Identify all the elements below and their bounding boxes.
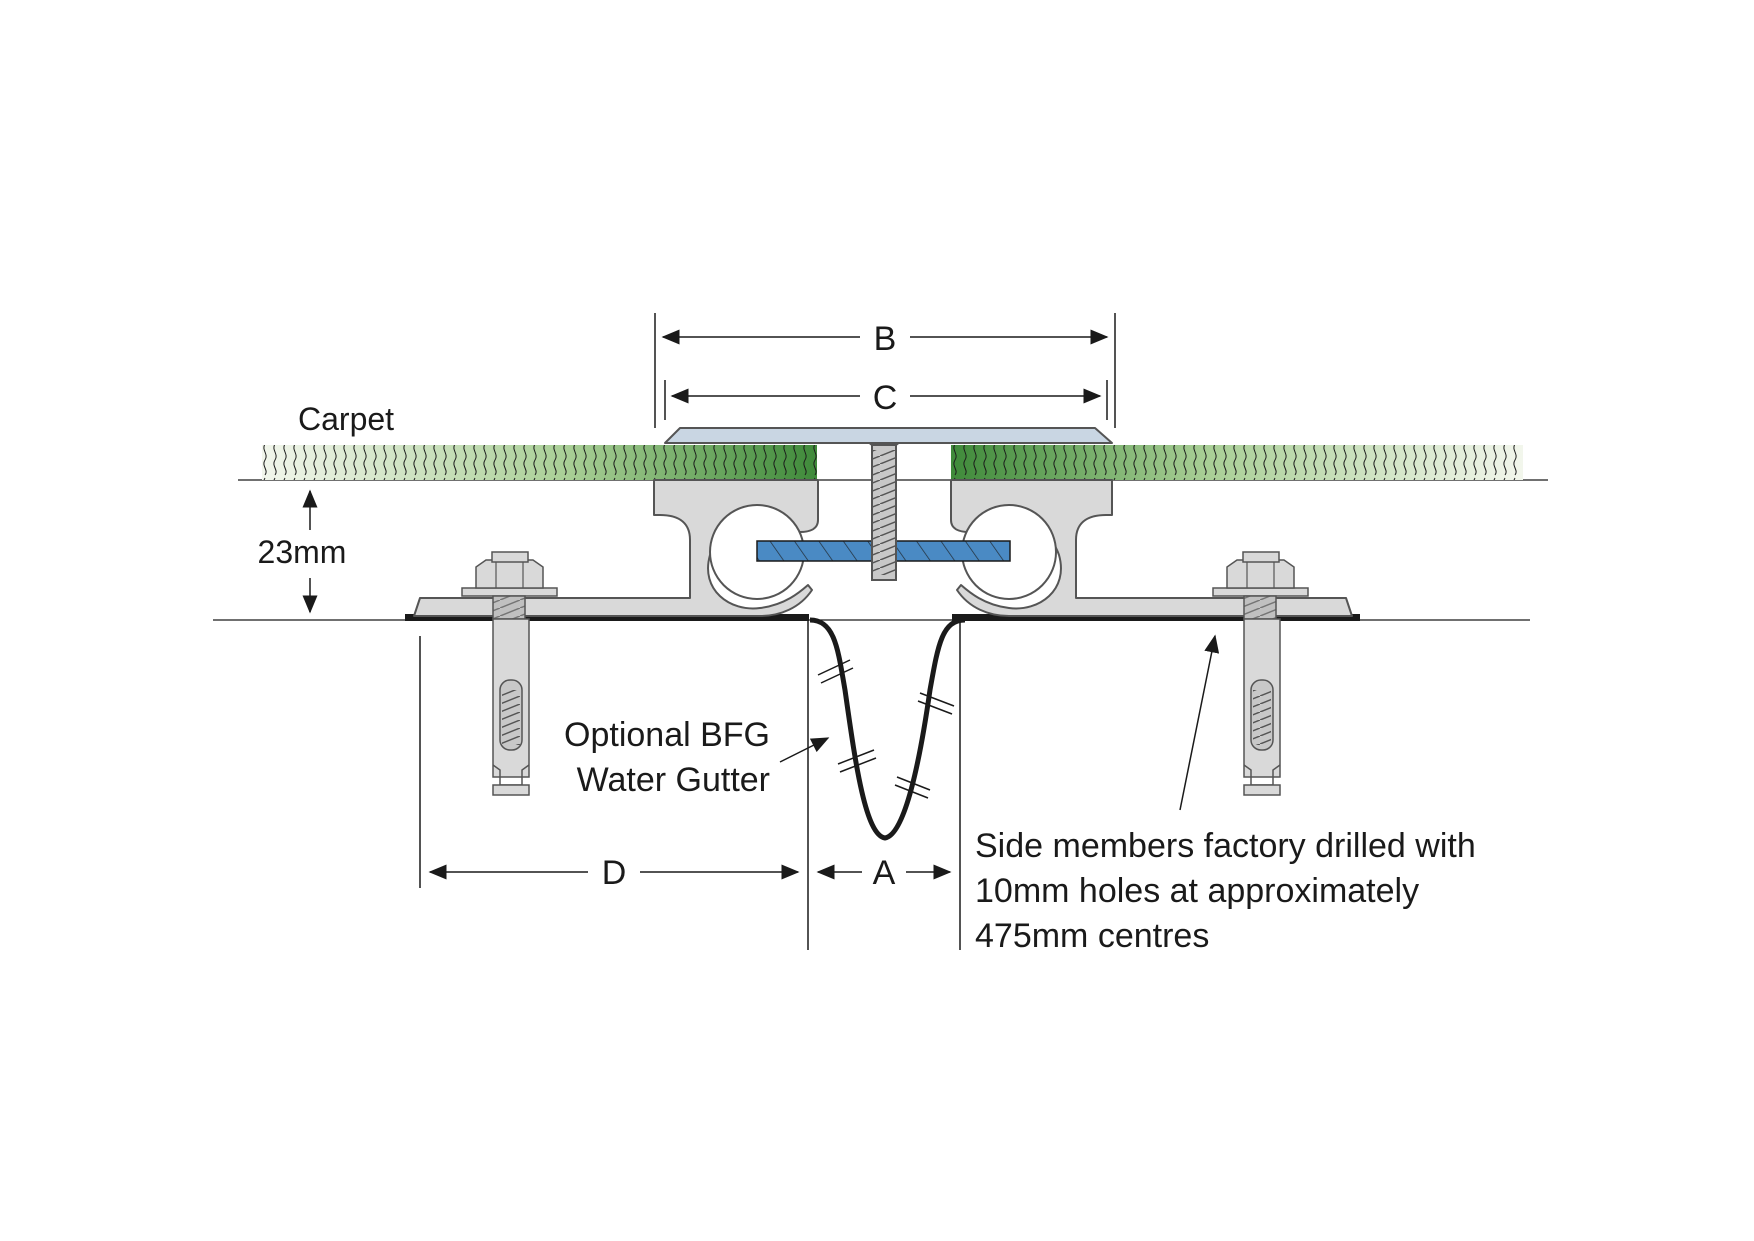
dimension-height: 23mm <box>258 489 347 614</box>
dimension-d: D <box>428 854 800 892</box>
note-line1: Side members factory drilled with <box>975 827 1476 865</box>
dimension-b-label: B <box>874 320 897 358</box>
dimension-b: B <box>661 320 1109 358</box>
gutter-label-line2: Water Gutter <box>577 761 770 799</box>
carpet-right <box>951 445 1523 480</box>
water-gutter <box>809 617 966 841</box>
base-plate <box>405 614 1360 621</box>
extension-lines <box>419 313 1116 950</box>
left-anchor-bolt <box>461 551 558 796</box>
dimension-d-label: D <box>602 854 627 892</box>
note-line2: 10mm holes at approximately <box>975 872 1419 910</box>
gutter-label-line1: Optional BFG <box>564 716 770 754</box>
dimension-a-label: A <box>873 854 896 892</box>
carpet-label: Carpet <box>298 401 394 437</box>
dimension-a: A <box>816 854 952 892</box>
cover-plate <box>664 427 1113 444</box>
height-label: 23mm <box>258 534 347 570</box>
note-line3: 475mm centres <box>975 917 1209 955</box>
dimension-c: C <box>670 379 1102 417</box>
leader-lines <box>779 634 1220 811</box>
right-anchor-bolt <box>1212 551 1309 796</box>
dimension-c-label: C <box>873 379 898 417</box>
carpet-left <box>262 445 817 480</box>
